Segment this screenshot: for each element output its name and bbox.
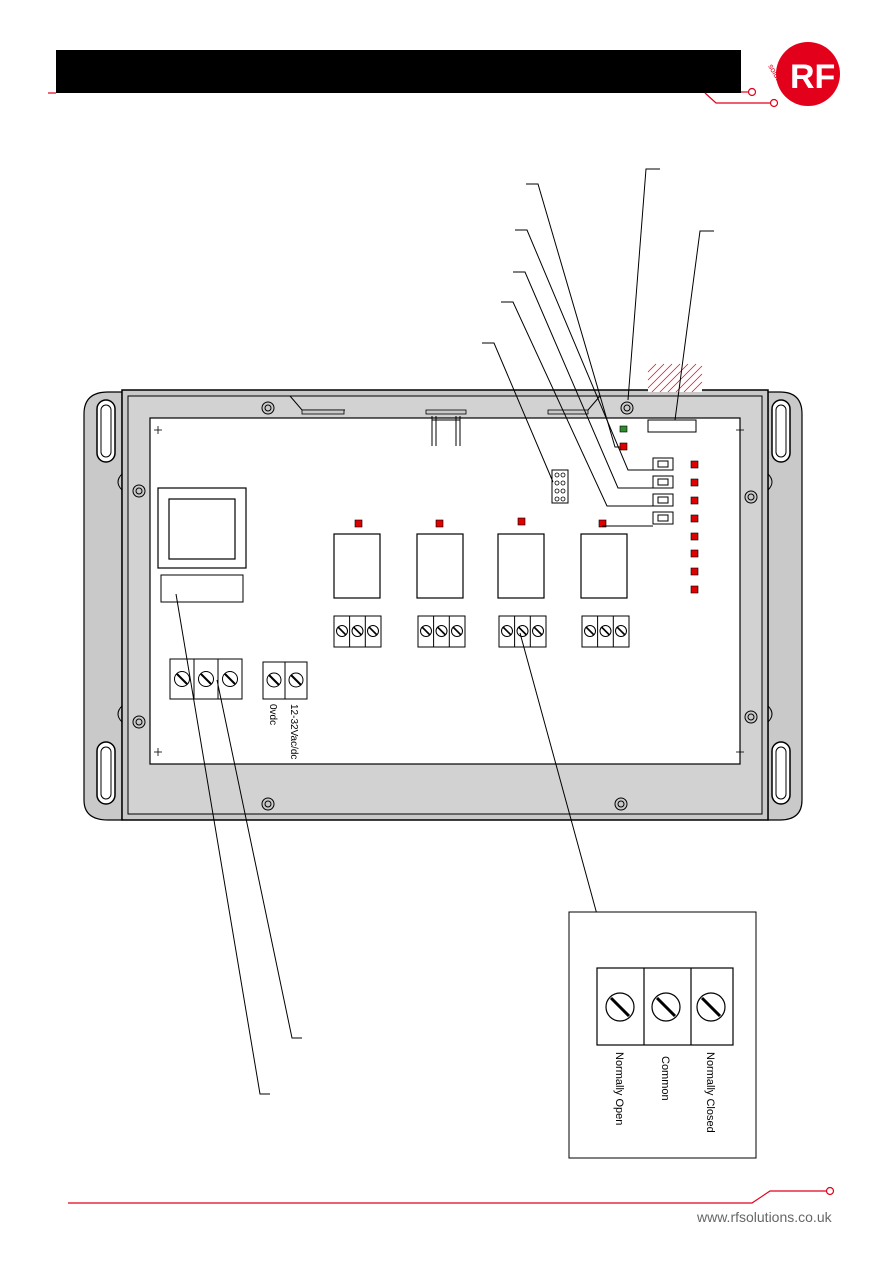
power-terminal-block — [262, 661, 308, 700]
power-label-0vdc: 0vdc — [267, 704, 278, 725]
antenna-area — [647, 363, 703, 393]
contact-label-normally-open: Normally Open — [613, 1052, 625, 1125]
relay-terminal-blocks — [333, 615, 630, 648]
logo-mark: RF — [790, 58, 835, 96]
relay-contact-detail: Normally Open Common Normally Closed — [568, 911, 757, 1159]
contact-label-common: Common — [659, 1056, 671, 1101]
header-bar — [56, 50, 741, 93]
relays — [333, 533, 628, 599]
rf-solutions-logo: RF solutions — [766, 42, 840, 106]
learn-button — [647, 419, 697, 433]
pcb-board: 0vdc 12-32Vac/dc — [149, 416, 744, 765]
contact-label-normally-closed: Normally Closed — [704, 1052, 716, 1133]
fuse-holder — [160, 574, 244, 603]
status-led — [619, 442, 628, 451]
switch-group — [652, 457, 674, 525]
header-circuit-trace — [48, 87, 779, 108]
input-terminal-block — [169, 658, 243, 700]
antenna-bracket — [431, 416, 461, 446]
jumper-header — [551, 469, 569, 504]
relay-leds — [354, 517, 607, 528]
callout-leader-lines — [175, 168, 714, 1095]
power-label-12-32v: 12-32Vac/dc — [288, 704, 299, 759]
led-column — [690, 460, 699, 594]
power-led — [619, 425, 628, 433]
footer-website[interactable]: www.rfsolutions.co.uk — [697, 1209, 832, 1225]
transformer — [157, 487, 247, 569]
footer-circuit-trace — [68, 1186, 835, 1204]
